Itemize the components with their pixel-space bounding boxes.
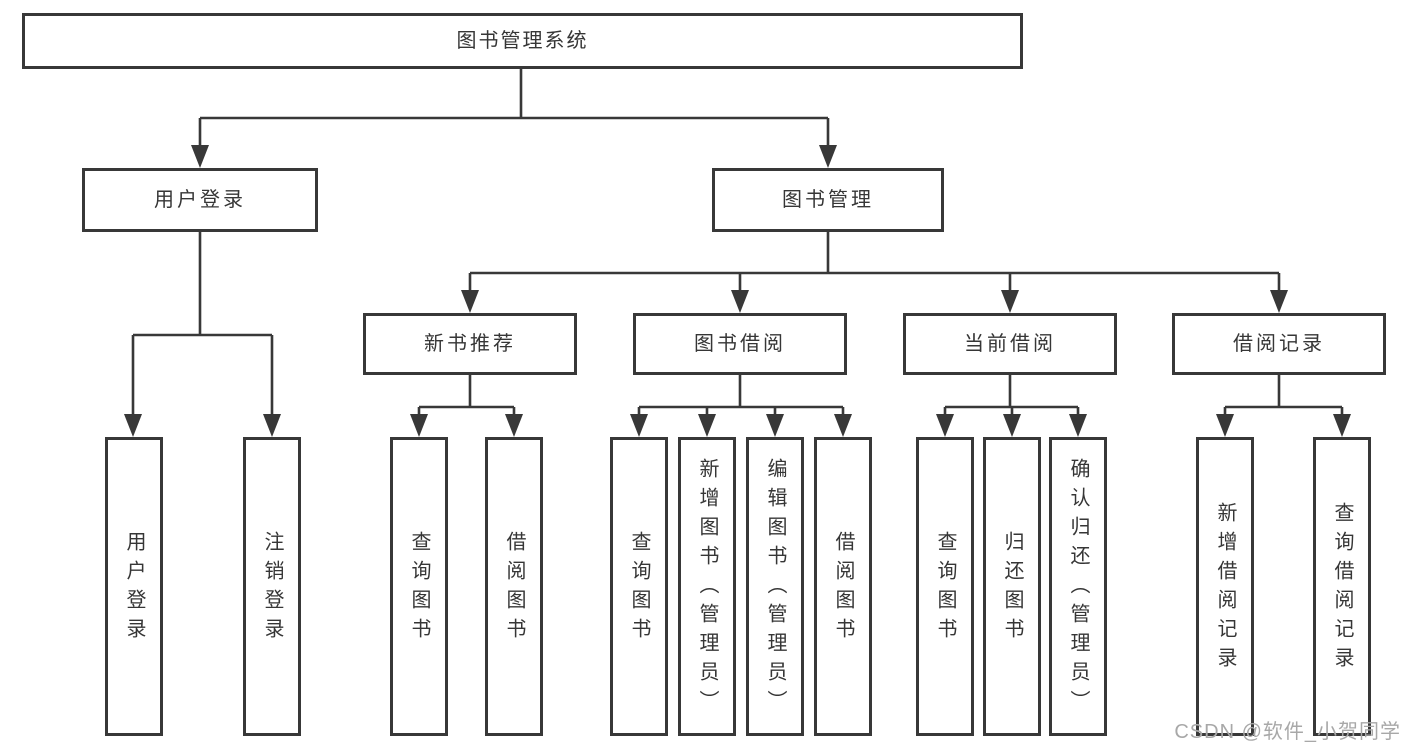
leaf-user-login: 用户登录 — [105, 437, 163, 736]
leaf-current-search-books: 查询图书 — [916, 437, 974, 736]
node-user-login: 用户登录 — [82, 168, 318, 232]
leaf-add-borrow-record: 新增借阅记录 — [1196, 437, 1254, 736]
node-book-management: 图书管理 — [712, 168, 944, 232]
leaf-add-book-admin: 新增图书（管理员） — [678, 437, 736, 736]
leaf-confirm-return-admin: 确认归还（管理员） — [1049, 437, 1107, 736]
csdn-watermark: CSDN @软件_小贺同学 — [1174, 721, 1401, 743]
leaf-borrow-search-books: 查询图书 — [610, 437, 668, 736]
leaf-search-borrow-record: 查询借阅记录 — [1313, 437, 1371, 736]
node-current-borrow: 当前借阅 — [903, 313, 1117, 375]
leaf-recommend-search-books: 查询图书 — [390, 437, 448, 736]
leaf-logout: 注销登录 — [243, 437, 301, 736]
node-book-borrow: 图书借阅 — [633, 313, 847, 375]
leaf-recommend-borrow-books: 借阅图书 — [485, 437, 543, 736]
node-library-system: 图书管理系统 — [22, 13, 1023, 69]
node-new-book-recommend: 新书推荐 — [363, 313, 577, 375]
leaf-edit-book-admin: 编辑图书（管理员） — [746, 437, 804, 736]
node-borrow-records: 借阅记录 — [1172, 313, 1386, 375]
leaf-return-books: 归还图书 — [983, 437, 1041, 736]
leaf-borrow-books: 借阅图书 — [814, 437, 872, 736]
